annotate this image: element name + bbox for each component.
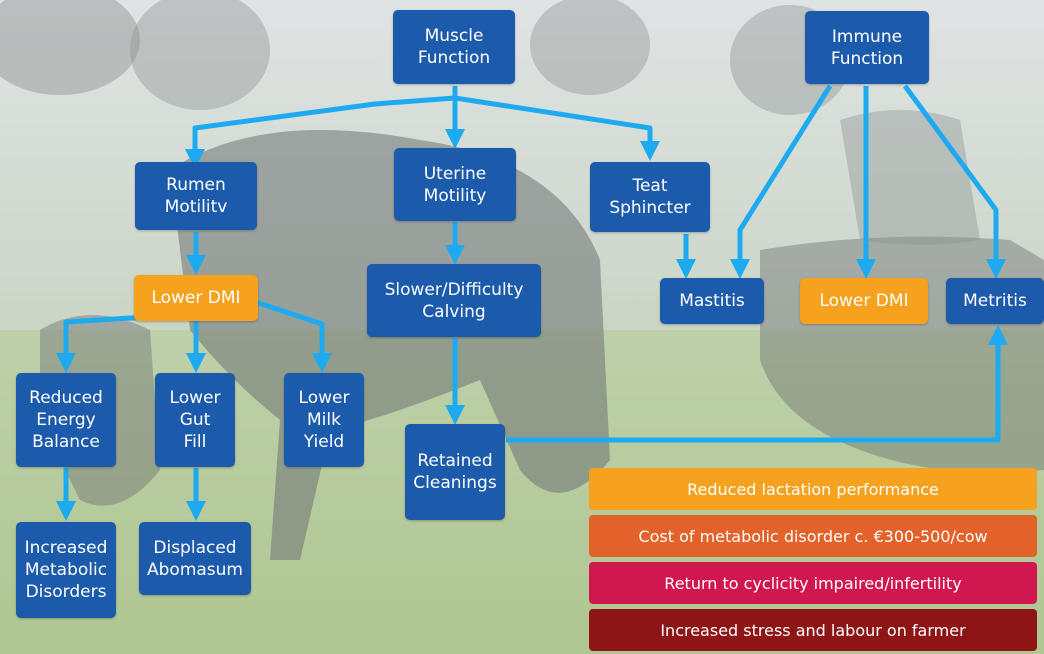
node-lower-milk-yield: Lower Milk Yield <box>284 373 364 467</box>
node-retained-cleanings: Retained Cleanings <box>405 424 505 520</box>
arrow-lower-dmi-to-milk-yield <box>249 297 332 373</box>
node-lower-gut-fill: Lower Gut Fill <box>155 373 235 467</box>
impact-bar-lactation: Reduced lactation performance <box>589 468 1037 510</box>
node-reduced-energy-balance: Reduced Energy Balance <box>16 373 116 467</box>
impact-bar-stress: Increased stress and labour on farmer <box>589 609 1037 651</box>
node-muscle-function: Muscle Function <box>393 10 515 84</box>
arrow-immune-to-mastitis <box>730 84 833 279</box>
node-mastitis: Mastitis <box>660 278 764 324</box>
impact-bar-cyclicity: Return to cyclicity impaired/infertility <box>589 562 1037 604</box>
arrow-lower-dmi-to-energy <box>56 315 196 373</box>
node-metritis: Metritis <box>946 278 1044 324</box>
node-rumen-motility: Rumen Motilitv <box>135 162 257 230</box>
node-uterine-motility: Uterine Motility <box>394 148 516 221</box>
node-slower-difficulty-calving: Slower/Difficulty Calving <box>367 264 541 337</box>
arrow-muscle-to-teat <box>454 95 660 161</box>
node-lower-dmi-left: Lower DMI <box>134 275 258 321</box>
node-increased-metabolic-disorders: Increased Metabolic Disorders <box>16 522 116 618</box>
arrow-retained-to-metritis <box>506 325 1008 443</box>
node-lower-dmi-right: Lower DMI <box>800 278 928 324</box>
node-immune-function: Immune Function <box>805 11 929 84</box>
node-teat-sphincter: Teat Sphincter <box>590 162 710 232</box>
impact-bar-cost: Cost of metabolic disorder c. €300-500/c… <box>589 515 1037 557</box>
arrow-immune-to-metritis <box>902 84 1006 279</box>
node-displaced-abomasum: Displaced Abomasum <box>139 522 251 595</box>
